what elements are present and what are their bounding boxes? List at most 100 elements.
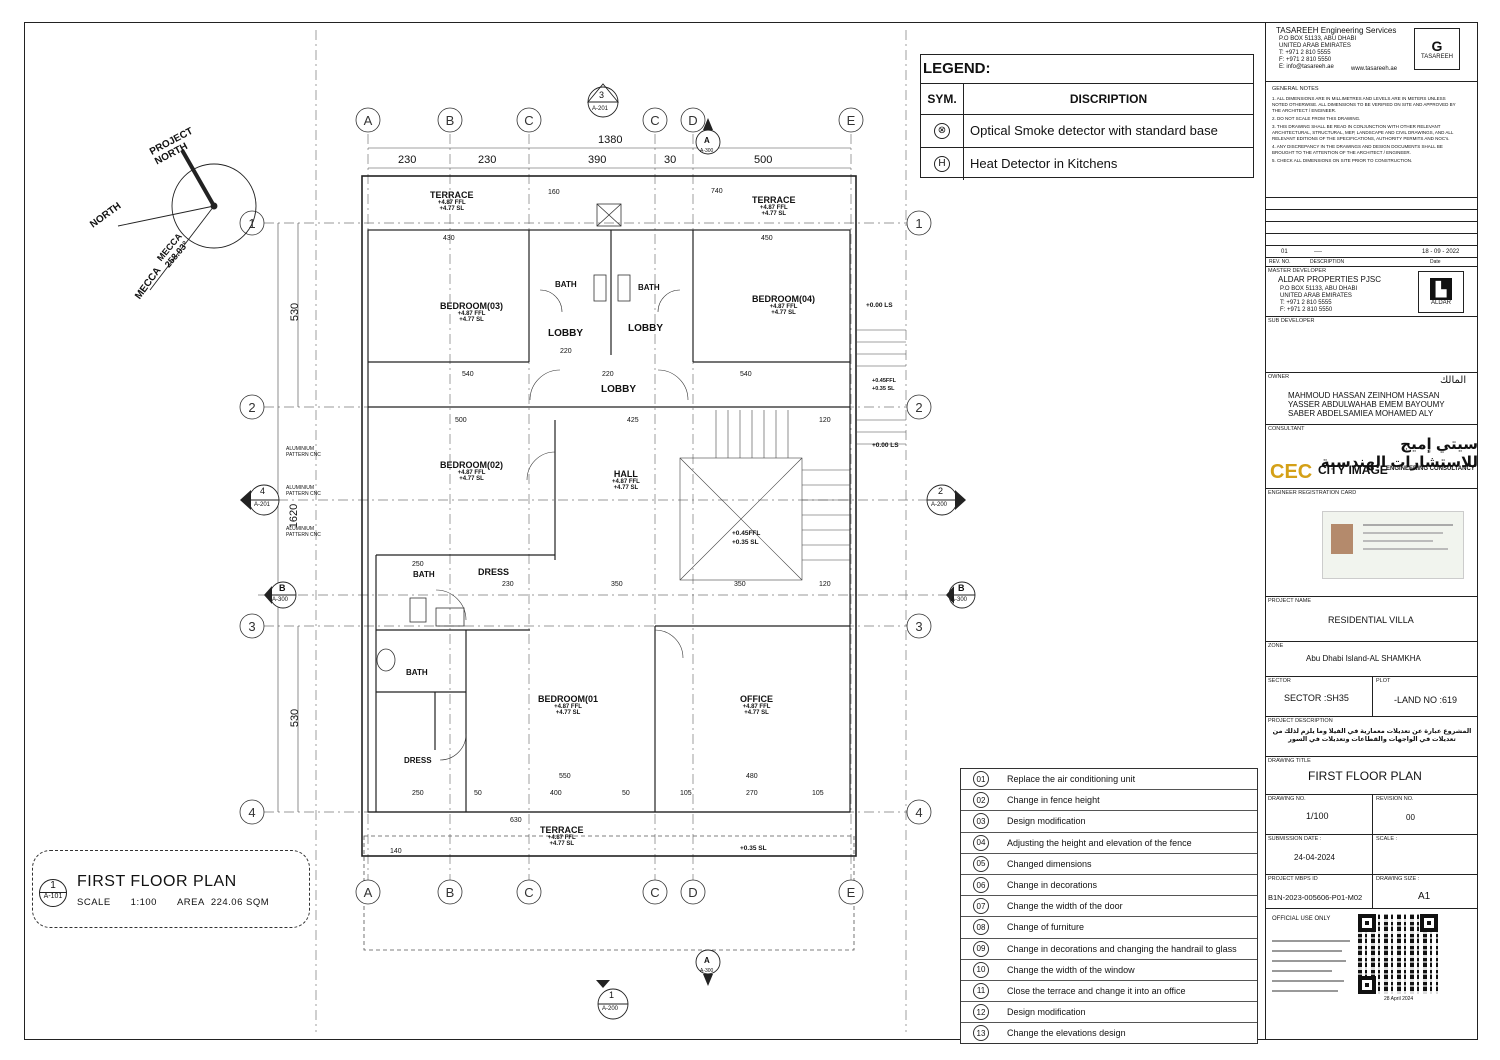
qr-code	[1358, 914, 1438, 994]
revision-text: Change the width of the door	[1007, 901, 1123, 912]
legend-row: H Heat Detector in Kitchens	[921, 148, 1253, 180]
sheet-border	[24, 22, 1478, 1040]
heat-detector-icon: H	[934, 156, 950, 172]
revision-entry: 01 ---- 18 - 09 - 2022	[1266, 246, 1478, 258]
revision-text: Replace the air conditioning unit	[1007, 774, 1136, 785]
svg-text:4: 4	[248, 805, 255, 820]
revision-header: REV. NO. DESCRIPTION Date	[1266, 258, 1478, 267]
master-developer: MASTER DEVELOPER ALDAR PROPERTIES PJSC P…	[1266, 267, 1478, 317]
revision-number: 01	[973, 771, 989, 788]
revision-row: 01 Replace the air conditioning unit	[961, 769, 1257, 791]
revision-number: 04	[973, 834, 989, 851]
zone-section: ZONE Abu Dhabi Island-AL SHAMKHA	[1266, 642, 1478, 677]
drawing-no-section: DRAWING NO. REVISION NO. 1/100 00	[1266, 795, 1478, 835]
revision-row: 04 Adjusting the height and elevation of …	[961, 833, 1257, 854]
mbps-section: PROJECT MBPS ID DRAWING SIZE : B1N-2023-…	[1266, 875, 1478, 909]
svg-text:D: D	[688, 113, 697, 128]
stamp-block	[1272, 928, 1352, 1008]
svg-text:2: 2	[248, 400, 255, 415]
svg-text:1: 1	[915, 216, 922, 231]
svg-text:D: D	[688, 885, 697, 900]
submission-section: SUBMISSION DATE : SCALE : 24-04-2024	[1266, 835, 1478, 875]
revision-number: 08	[973, 919, 989, 936]
revision-text: Adjusting the height and elevation of th…	[1007, 837, 1192, 848]
legend-table: LEGEND: SYM. DISCRIPTION ⊗ Optical Smoke…	[920, 54, 1254, 180]
revision-number: 07	[973, 898, 989, 915]
svg-text:C: C	[524, 885, 533, 900]
legend-row: ⊗ Optical Smoke detector with standard b…	[921, 115, 1253, 148]
svg-text:2: 2	[915, 400, 922, 415]
title-block: TASAREEH Engineering Services P.O BOX 51…	[1265, 22, 1478, 1040]
revision-row: 12 Design modification	[961, 1002, 1257, 1024]
view-title: FIRST FLOOR PLAN	[77, 873, 237, 890]
svg-text:C: C	[650, 113, 659, 128]
svg-text:E: E	[847, 885, 856, 900]
general-notes: GENERAL NOTES 1. ALL DIMENSIONS ARE IN M…	[1266, 82, 1478, 198]
svg-text:A: A	[364, 885, 373, 900]
revision-row: 09 Change in decorations and changing the…	[961, 939, 1257, 960]
stamp-date: 28 April 2024	[1384, 996, 1414, 1002]
revision-number: 06	[973, 877, 989, 894]
revision-text: Changed dimensions	[1007, 858, 1092, 869]
revision-row: 08 Change of furniture	[961, 917, 1257, 939]
revision-number: 13	[973, 1025, 989, 1042]
sector-plot-section: SECTOR PLOT SECTOR :SH35 -LAND NO :619	[1266, 677, 1478, 717]
project-description: PROJECT DESCRIPTION المشروع عبارة عن تعد…	[1266, 717, 1478, 757]
firm-website: www.tasareeh.ae	[1351, 66, 1398, 72]
revision-row: 10 Change the width of the window	[961, 960, 1257, 981]
revision-number: 12	[973, 1004, 989, 1021]
svg-text:C: C	[524, 113, 533, 128]
aldar-logo: ▙ALDAR	[1418, 271, 1464, 313]
revision-row: 05 Changed dimensions	[961, 854, 1257, 875]
revision-text: Change in decorations and changing the h…	[1007, 943, 1237, 954]
engineer-card-section: ENGINEER REGISTRATION CARD	[1266, 489, 1478, 597]
revision-number: 03	[973, 813, 989, 830]
legend-desc: Heat Detector in Kitchens	[970, 156, 1118, 171]
owner-section: OWNER المالك MAHMOUD HASSAN ZEINHOM HASS…	[1266, 373, 1478, 425]
firm-section: TASAREEH Engineering Services P.O BOX 51…	[1266, 22, 1478, 82]
consultant-section: CONSULTANT سيتي إميج للاستشارات الهندسية…	[1266, 425, 1478, 489]
svg-text:4: 4	[915, 805, 922, 820]
revision-text: Design modification	[1007, 1007, 1086, 1018]
svg-text:3: 3	[915, 619, 922, 634]
revision-number: 09	[973, 940, 989, 957]
revision-text: Change in fence height	[1007, 795, 1100, 806]
revision-row: 02 Change in fence height	[961, 790, 1257, 812]
revision-text: Change of furniture	[1007, 922, 1085, 933]
legend-desc: Optical Smoke detector with standard bas…	[970, 123, 1218, 138]
legend-desc-header: DISCRIPTION	[1069, 92, 1148, 106]
revision-number: 10	[973, 961, 989, 978]
revision-number: 02	[973, 792, 989, 809]
revision-number: 11	[973, 982, 989, 999]
svg-text:C: C	[650, 885, 659, 900]
engineer-photo	[1331, 524, 1353, 554]
consultant-logo: CEC	[1270, 461, 1313, 483]
legend-sym-header: SYM.	[921, 84, 964, 114]
svg-text:B: B	[446, 113, 455, 128]
drawing-title-section: DRAWING TITLE FIRST FLOOR PLAN	[1266, 757, 1478, 795]
svg-text:3: 3	[248, 619, 255, 634]
revision-row: 06 Change in decorations	[961, 875, 1257, 897]
sub-developer: SUB DEVELOPER	[1266, 317, 1478, 373]
svg-text:A: A	[364, 113, 373, 128]
project-name-section: PROJECT NAME RESIDENTIAL VILLA	[1266, 597, 1478, 642]
revision-text: Change in decorations	[1007, 880, 1098, 891]
revision-text: Design modification	[1007, 816, 1086, 827]
legend-title: LEGEND:	[921, 55, 1253, 84]
revision-number: 05	[973, 855, 989, 872]
revision-text: Change the width of the window	[1007, 964, 1135, 975]
svg-text:B: B	[446, 885, 455, 900]
svg-text:E: E	[847, 113, 856, 128]
revision-row: 07 Change the width of the door	[961, 896, 1257, 918]
revision-row: 03 Design modification	[961, 811, 1257, 833]
firm-name: TASAREEH Engineering Services	[1276, 26, 1397, 35]
official-use-label: OFFICIAL USE ONLY	[1272, 916, 1331, 922]
